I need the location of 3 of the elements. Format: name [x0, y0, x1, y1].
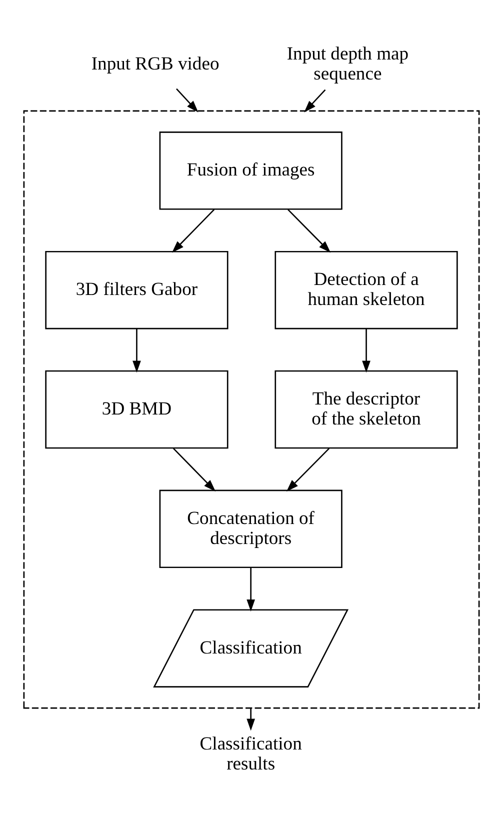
node-text: Input RGB video	[91, 52, 220, 74]
node-text: Classification results	[200, 732, 302, 774]
node-text: Input depth map sequence	[286, 42, 409, 84]
